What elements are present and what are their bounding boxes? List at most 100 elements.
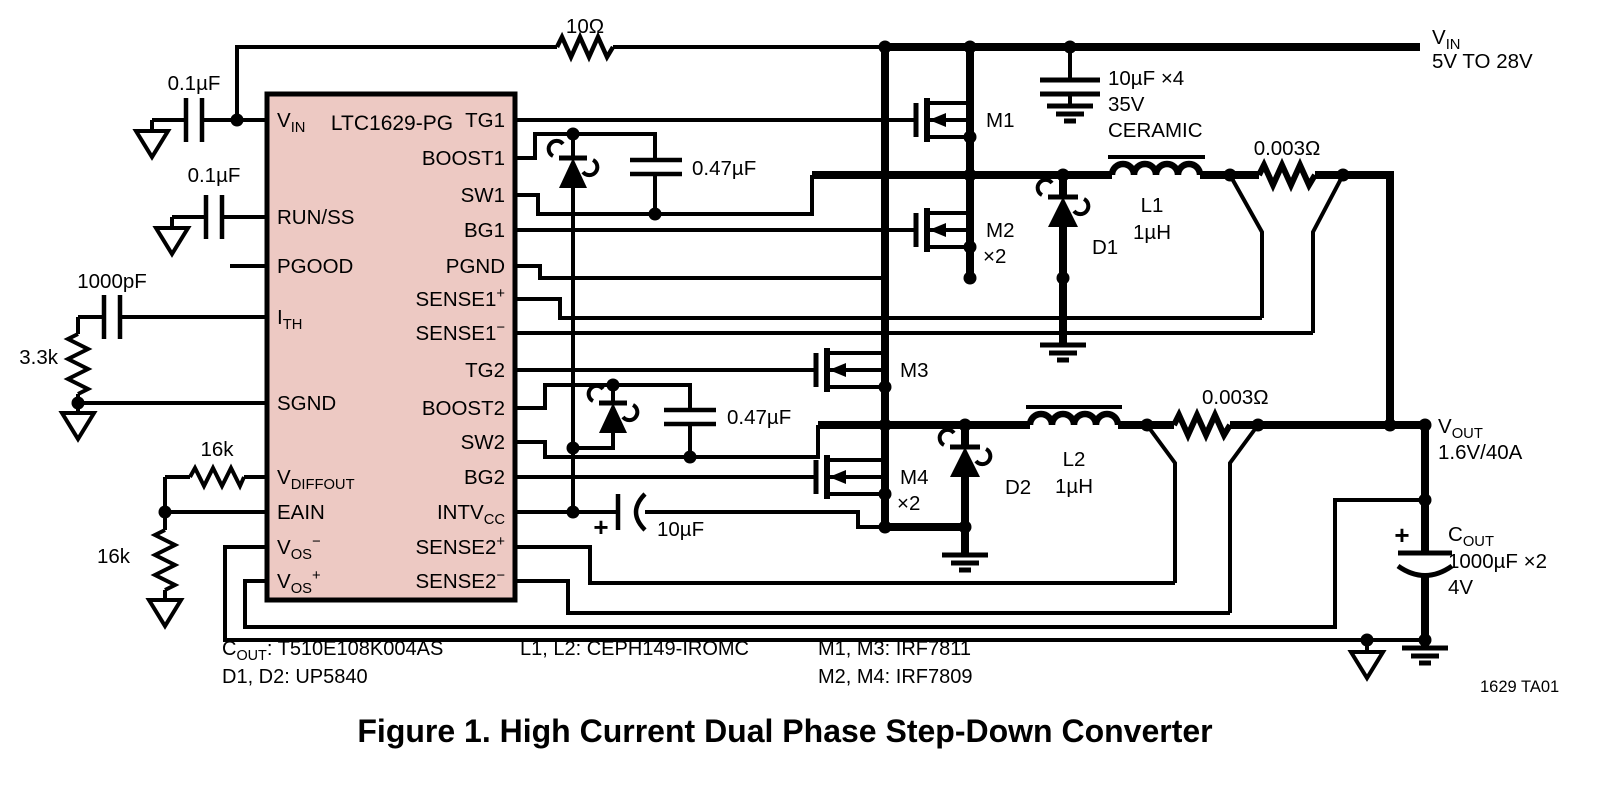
label-l2-value: 1µH [1055,475,1093,498]
wire-vin-riser-top-rail [235,45,557,120]
wire-sense2-plus [515,545,1175,585]
junction-dot [158,505,172,519]
junction-dot [958,418,972,432]
ic-pin-label-right-4: PGND [446,255,505,278]
ground-cout [1402,645,1448,666]
resistor-sense1 [1256,157,1318,193]
junction-dot [1056,168,1070,182]
junction-dot [1360,633,1374,647]
junction-dot [566,441,580,455]
capacitor-ith [101,295,123,339]
label-boost2-cap: 0.47µF [727,406,791,429]
mosfet-m2 [913,208,970,252]
wire-vos-plus [243,498,1425,629]
ic-pin-label-right-7: TG2 [465,359,505,382]
label-m2-mult: ×2 [983,245,1006,268]
resistor-16k-horizontal [188,463,246,491]
wire-sw2 [515,425,820,459]
label-vdiffout-res: 16k [200,438,234,461]
label-intvcc-cap-plus: + [593,512,608,542]
junction-dot [1418,418,1432,432]
junction-dot [1140,418,1154,432]
wire-sense2-minus [515,579,1230,615]
ic-pin-label-right-10: BG2 [464,466,505,489]
resistor-10ohm [554,31,615,63]
ic-pin-label-left-4: SGND [277,392,336,415]
ic-left-pin-labels: VINRUN/SSPGOODITHSGNDVDIFFOUTEAINVOS−VOS… [277,109,355,597]
wire-sense1-taps [1228,174,1345,333]
inductors [1026,160,1204,426]
wire-sense1-plus [515,297,1262,320]
junction-dot [963,271,977,285]
label-sense2-res: 0.003Ω [1202,386,1269,409]
ground-d2 [942,552,988,573]
ic-pin-label-right-8: BOOST2 [422,397,505,420]
ic-pin-label-left-3: ITH [277,306,302,333]
capacitor-boost1 [630,157,682,177]
wire-sense2-taps [1145,423,1260,613]
mosfet-m3 [813,348,885,392]
capacitor-intvcc [615,492,647,532]
mosfet-m3-arrow [829,363,846,377]
junction-dot [683,450,697,464]
junction-dot [958,520,972,534]
ground-sgnd [58,411,98,443]
signal-grounds [58,129,1387,682]
component-labels: 10Ω 0.1µF 0.1µF 1000pF 3.3k 16k 16k 0.47… [19,15,1547,599]
wire-d2-branch [885,425,969,555]
junction-dot [566,127,580,141]
wire-pgnd [515,264,885,280]
label-vin-range: 5V TO 28V [1432,50,1533,73]
junction-dot [878,520,892,534]
label-input-caps-1: 10µF ×4 [1108,67,1184,90]
wire-sw1 [515,175,814,216]
notes: COUT: T510E108K004AS D1, D2: UP5840 L1, … [222,638,1559,696]
diode-boost1 [546,138,600,188]
ic-pin-label-right-2: SW1 [461,184,505,207]
note-diodes: D1, D2: UP5840 [222,666,368,688]
label-cout-value: 1000µF ×2 [1448,550,1547,573]
ic-pin-label-left-5: VDIFFOUT [277,466,355,493]
junction-dot [566,505,580,519]
junction-dots [71,40,1432,647]
label-cout-voltage: 4V [1448,576,1473,599]
ground-d1 [1040,342,1086,363]
junction-dot [1056,271,1070,285]
capacitor-boost2 [664,407,716,427]
label-m1: M1 [986,109,1014,132]
junction-dot [71,396,85,410]
label-m3: M3 [900,359,928,382]
note-mosfets-bottom: M2, M4: IRF7809 [818,666,973,688]
label-vin-rail: VIN [1432,26,1460,53]
ground-input-caps [1047,103,1093,124]
junction-dot [1418,493,1432,507]
ic-pin-label-right-3: BG1 [464,219,505,242]
ic-part-number: LTC1629-PG [331,112,453,135]
wire-vdiffout-eain [163,475,267,600]
resistor-3.3k [63,332,93,396]
capacitor-input-ceramic [1040,77,1100,97]
note-mosfets-top: M1, M3: IRF7811 [818,638,971,660]
ic-pin-label-left-0: VIN [277,109,305,136]
resistor-sense2 [1171,407,1233,443]
wire-sgnd [76,401,267,413]
ic-pin-label-right-5: SENSE1+ [415,286,505,311]
label-l1-value: 1µH [1133,221,1171,244]
ic-pin-label-left-2: PGOOD [277,255,353,278]
label-boost1-cap: 0.47µF [692,157,756,180]
label-input-caps-2: 35V [1108,93,1145,116]
wire-ith [76,315,267,403]
ic-pin-label-right-13: SENSE2− [415,568,505,593]
junction-dot [963,240,977,254]
wire-boost1 [515,132,657,214]
label-d1: D1 [1092,236,1118,259]
mosfet-m1 [913,98,970,142]
ic-pin-label-left-1: RUN/SS [277,206,354,229]
mosfet-m1-arrow [929,113,946,127]
ic-pin-label-right-6: SENSE1− [415,320,505,345]
power-grounds [942,103,1448,666]
label-intvcc-cap: 10µF [657,518,704,541]
ground-16k [145,598,185,630]
junction-dot [606,378,620,392]
ic-pin-label-right-0: TG1 [465,109,505,132]
